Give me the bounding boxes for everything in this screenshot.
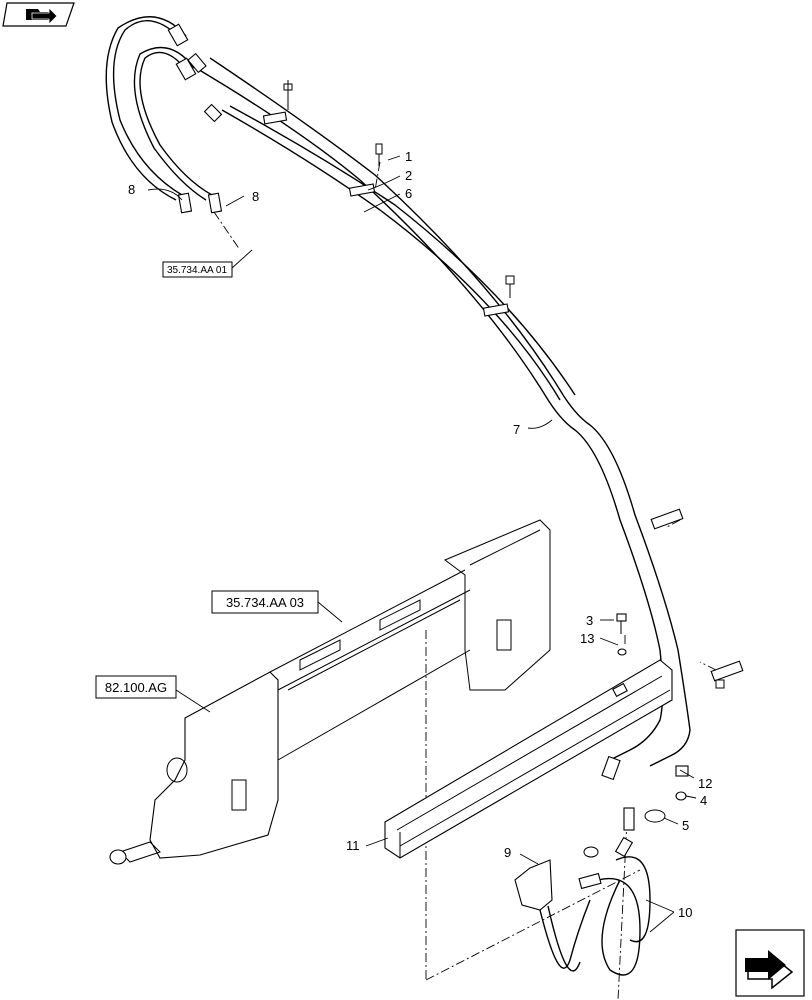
callout-6: 6 xyxy=(405,186,412,201)
callout-8-right: 8 xyxy=(252,189,259,204)
ref-ag-label: 82.100.AG xyxy=(105,680,167,695)
ref-aa03-label: 35.734.AA 03 xyxy=(226,595,304,610)
callout-7: 7 xyxy=(513,422,520,437)
ref-box-ag[interactable]: 82.100.AG xyxy=(95,675,177,699)
callout-1: 1 xyxy=(405,149,412,164)
callout-2: 2 xyxy=(405,168,412,183)
channel-cover-11 xyxy=(384,659,673,859)
callout-10: 10 xyxy=(678,905,692,920)
loader-frame xyxy=(109,519,551,865)
callout-leaders xyxy=(147,155,697,933)
callout-12: 12 xyxy=(698,776,712,791)
book-arrow-icon[interactable] xyxy=(2,2,75,27)
callout-11: 11 xyxy=(346,838,360,853)
next-page-arrow-icon[interactable] xyxy=(735,929,805,997)
callout-5: 5 xyxy=(682,818,689,833)
lower-fittings xyxy=(514,755,689,976)
callout-13: 13 xyxy=(580,631,594,646)
callout-8-left: 8 xyxy=(128,182,135,197)
callout-9: 9 xyxy=(504,845,511,860)
ref-aa01-label: 35.734.AA 01 xyxy=(167,265,227,276)
callout-4: 4 xyxy=(700,793,707,808)
bolt-3-washer-13 xyxy=(616,613,627,656)
hose-8-pair xyxy=(105,16,223,214)
ref-box-aa03[interactable]: 35.734.AA 03 xyxy=(211,590,319,614)
ref-box-aa01[interactable]: 35.734.AA 01 xyxy=(162,261,233,278)
hydraulic-line-long xyxy=(195,57,691,767)
clamps xyxy=(262,80,744,689)
callout-3: 3 xyxy=(586,613,593,628)
